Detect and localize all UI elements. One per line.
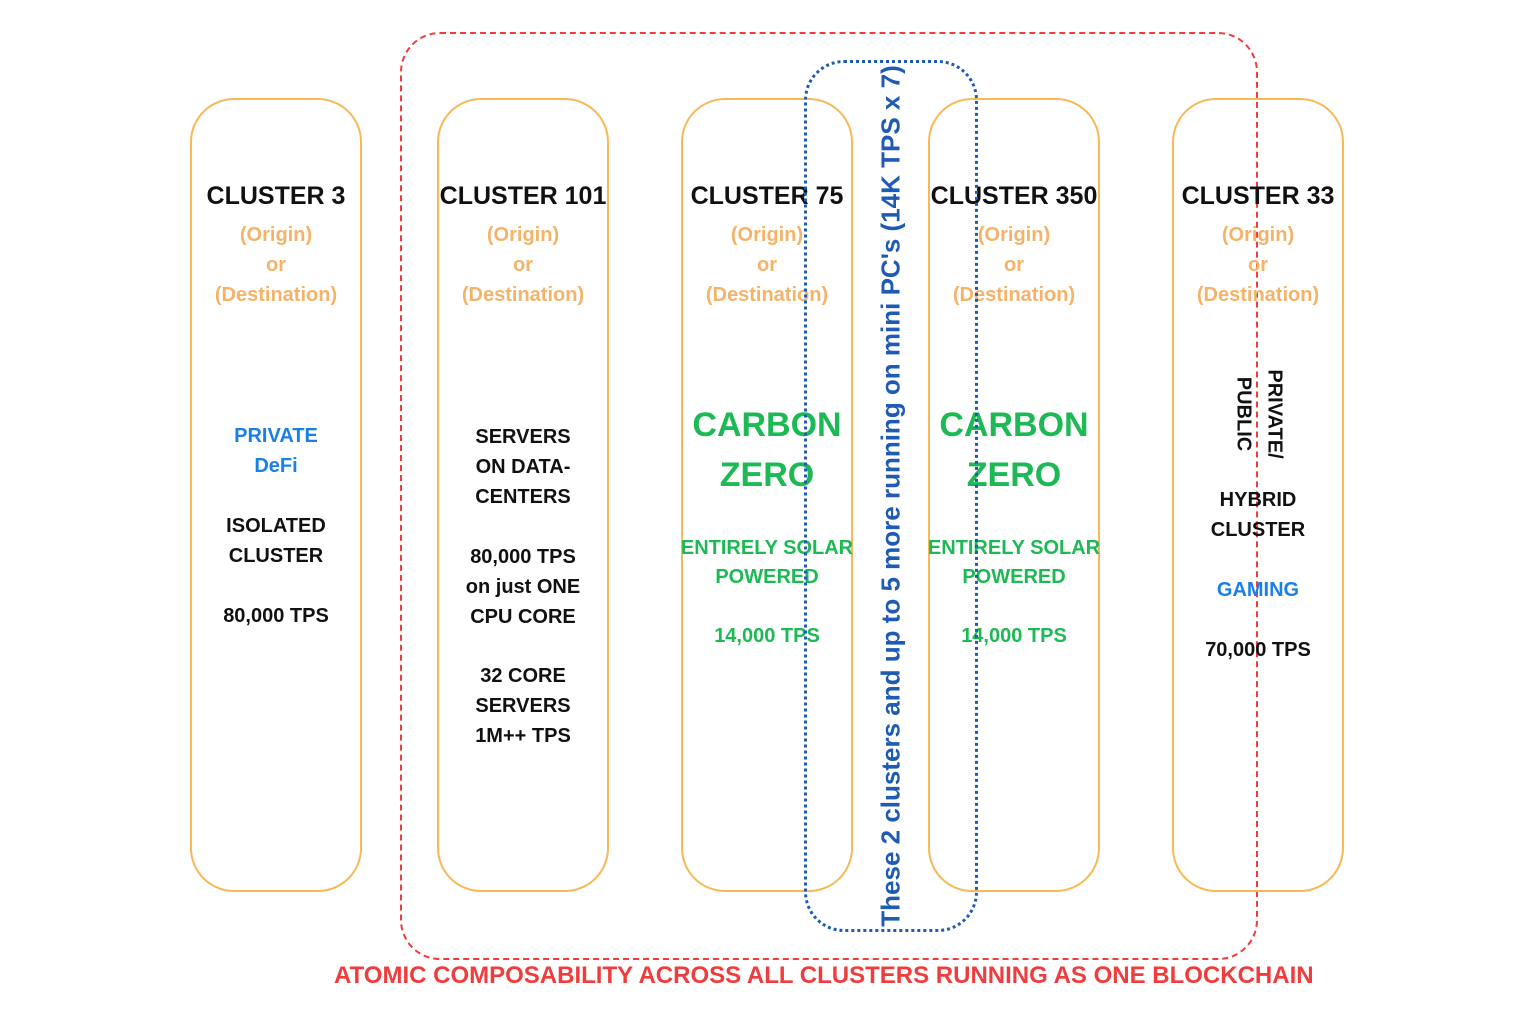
tps-label: 70,000 TPS xyxy=(1205,639,1311,661)
one-core-label: on just ONE xyxy=(465,576,581,598)
solar-label: ENTIRELY SOLAR xyxy=(927,537,1101,559)
tps-label: 14,000 TPS xyxy=(961,625,1067,647)
or-label: or xyxy=(266,254,286,276)
cluster-350-title: CLUSTER 350 xyxy=(930,182,1098,210)
cluster-101-card: CLUSTER 101 (Origin) or (Destination) SE… xyxy=(437,98,609,892)
cluster-33-title: CLUSTER 33 xyxy=(1181,182,1335,210)
mini-pc-note: These 2 clusters and up to 5 more runnin… xyxy=(875,65,906,927)
cluster-101-role: (Origin) or (Destination) xyxy=(419,220,627,310)
isolated-label: ISOLATED xyxy=(226,515,326,537)
origin-label: (Origin) xyxy=(730,224,804,246)
composability-caption: ATOMIC COMPOSABILITY ACROSS ALL CLUSTERS… xyxy=(334,962,1314,989)
cluster-3-card: CLUSTER 3 (Origin) or (Destination) PRIV… xyxy=(190,98,362,892)
zero-label: ZERO xyxy=(719,456,815,494)
cluster-75-title: CLUSTER 75 xyxy=(690,182,844,210)
cluster-label: CLUSTER xyxy=(228,545,324,567)
carbon-label: CARBON xyxy=(939,406,1089,444)
cluster-label: CLUSTER xyxy=(1210,519,1306,541)
centers-label: CENTERS xyxy=(475,486,571,508)
origin-label: (Origin) xyxy=(977,224,1051,246)
or-label: or xyxy=(513,254,533,276)
zero-label: ZERO xyxy=(966,456,1062,494)
cluster-33-card: CLUSTER 33 (Origin) or (Destination) PRI… xyxy=(1172,98,1344,892)
composability-frame xyxy=(400,32,1258,960)
or-label: or xyxy=(1248,254,1268,276)
cluster-3-title: CLUSTER 3 xyxy=(206,182,346,210)
cpu-core-label: CPU CORE xyxy=(470,606,576,628)
cluster-350-role: (Origin) or (Destination) xyxy=(910,220,1118,310)
destination-label: (Destination) xyxy=(214,284,338,306)
core-count-label: 32 CORE xyxy=(480,665,566,687)
destination-label: (Destination) xyxy=(705,284,829,306)
or-label: or xyxy=(757,254,777,276)
origin-label: (Origin) xyxy=(486,224,560,246)
origin-label: (Origin) xyxy=(239,224,313,246)
solar-label: ENTIRELY SOLAR xyxy=(680,537,854,559)
cluster-75-card: CLUSTER 75 (Origin) or (Destination) CAR… xyxy=(681,98,853,892)
tps-label: 80,000 TPS xyxy=(223,605,329,627)
hybrid-label: HYBRID xyxy=(1219,489,1297,511)
carbon-label: CARBON xyxy=(692,406,842,444)
mini-pc-group-frame xyxy=(804,60,978,932)
servers-label-2: SERVERS xyxy=(475,695,571,717)
on-data-label: ON DATA- xyxy=(475,456,571,478)
private-label: PRIVATE xyxy=(234,425,318,447)
tps-label: 14,000 TPS xyxy=(714,625,820,647)
powered-label: POWERED xyxy=(715,566,819,588)
destination-label: (Destination) xyxy=(461,284,585,306)
gaming-label: GAMING xyxy=(1216,579,1300,601)
cluster-3-role: (Origin) or (Destination) xyxy=(172,220,380,310)
cluster-350-card: CLUSTER 350 (Origin) or (Destination) CA… xyxy=(928,98,1100,892)
origin-label: (Origin) xyxy=(1221,224,1295,246)
tps-label: 80,000 TPS xyxy=(470,546,576,568)
cluster-33-role: (Origin) or (Destination) xyxy=(1154,220,1362,310)
destination-label: (Destination) xyxy=(1196,284,1320,306)
million-tps-label: 1M++ TPS xyxy=(475,725,571,747)
defi-label: DeFi xyxy=(254,455,298,477)
servers-label: SERVERS xyxy=(475,426,571,448)
powered-label: POWERED xyxy=(962,566,1066,588)
cluster-75-role: (Origin) or (Destination) xyxy=(663,220,871,310)
cluster-101-title: CLUSTER 101 xyxy=(439,182,607,210)
or-label: or xyxy=(1004,254,1024,276)
private-rotated-label: PRIVATE/ xyxy=(1263,369,1286,459)
destination-label: (Destination) xyxy=(952,284,1076,306)
public-rotated-label: PUBLIC xyxy=(1232,376,1255,452)
